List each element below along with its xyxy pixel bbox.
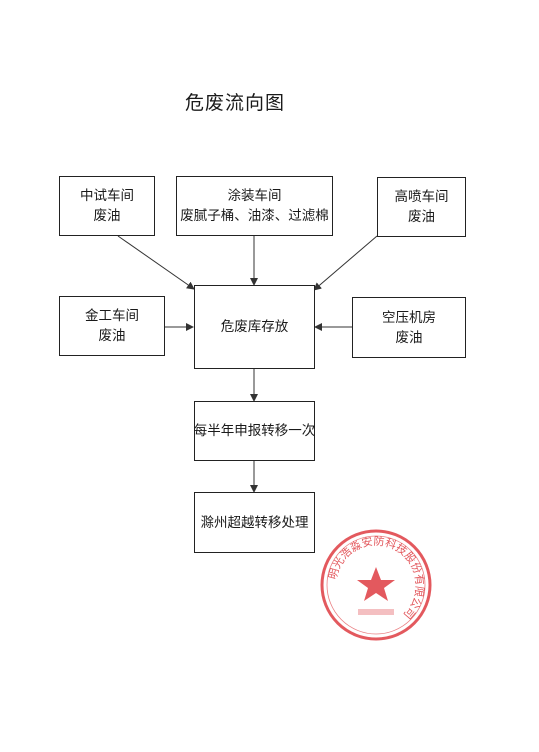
node-jingong-workshop: 金工车间 废油	[59, 296, 165, 356]
node-gaopen-workshop: 高喷车间 废油	[377, 177, 466, 237]
edge-gaopen-to-storage	[313, 235, 378, 291]
node-gaopen-name: 高喷车间	[394, 189, 449, 205]
node-jingong-name: 金工车间	[85, 308, 139, 324]
node-disposal-label: 滁州超越转移处理	[200, 514, 309, 531]
node-hazardous-storage: 危废库存放	[194, 285, 315, 369]
node-jingong-waste: 废油	[98, 328, 126, 344]
company-seal-stamp: 明光浩淼安防科技股份有限公司	[320, 529, 432, 641]
node-semiannual-report: 每半年申报转移一次	[194, 401, 315, 461]
node-kongya-name: 空压机房	[382, 309, 436, 326]
node-storage-label: 危废库存放	[220, 319, 289, 335]
node-gaopen-waste: 废油	[408, 209, 435, 225]
diagram-title: 危废流向图	[185, 92, 286, 114]
node-tuzhuang-workshop: 涂装车间 废腻子桶、油漆、过滤棉	[176, 176, 333, 236]
node-zhongshi-name: 中试车间	[80, 188, 134, 204]
node-zhongshi-workshop: 中试车间 废油	[59, 176, 155, 236]
node-tuzhuang-name: 涂装车间	[227, 188, 282, 204]
node-zhongshi-waste: 废油	[93, 208, 121, 224]
edge-zhongshi-to-storage	[117, 235, 195, 290]
node-kongya-waste: 废油	[395, 329, 423, 346]
node-report-label: 每半年申报转移一次	[193, 423, 316, 439]
node-tuzhuang-waste: 废腻子桶、油漆、过滤棉	[180, 208, 329, 224]
seal-star-icon	[357, 567, 395, 601]
node-kongya-room: 空压机房 废油	[352, 297, 466, 358]
node-chuzhou-disposal: 滁州超越转移处理	[194, 492, 315, 553]
